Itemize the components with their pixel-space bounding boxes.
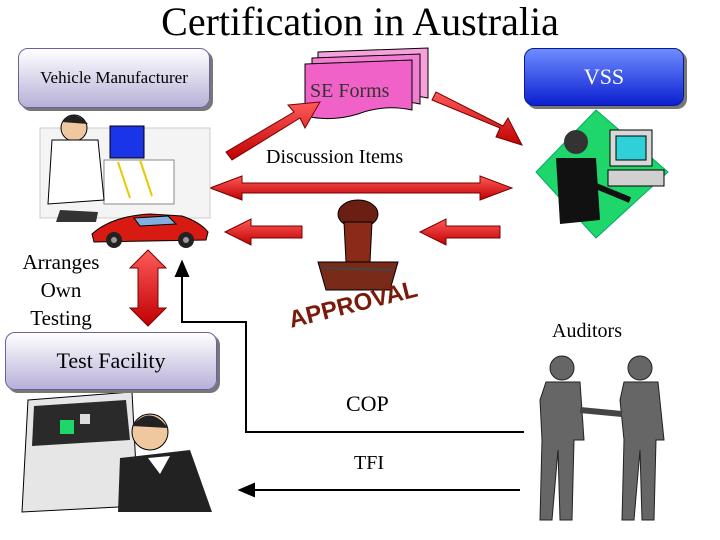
auditors-label: Auditors [552, 320, 622, 343]
arrow-approval-to-manufacturer [225, 219, 302, 245]
test-facility-box: Test Facility [5, 332, 217, 390]
discussion-items-label: Discussion Items [266, 146, 403, 169]
approval-stamp-icon [318, 200, 398, 290]
vss-operator-illustration [536, 110, 668, 238]
discussion-double-arrow [210, 176, 512, 200]
se-forms-label: SE Forms [310, 80, 389, 103]
manufacturer-person-illustration [40, 115, 210, 222]
arrow-to-vss [432, 92, 522, 145]
vehicle-manufacturer-label: Vehicle Manufacturer [40, 68, 188, 88]
own-testing-double-arrow [130, 250, 166, 326]
cop-label: COP [346, 391, 389, 417]
arranges-own-testing-label: Arranges Own Testing [0, 248, 122, 332]
auditors-handshake-illustration [540, 356, 664, 520]
vss-label: VSS [584, 64, 624, 90]
red-car-illustration [92, 214, 208, 248]
vss-box: VSS [524, 48, 684, 106]
tfi-label: TFI [354, 452, 384, 475]
test-facility-label: Test Facility [56, 348, 165, 374]
arrow-vss-to-approval [420, 219, 500, 245]
test-facility-person-illustration [22, 392, 212, 512]
vehicle-manufacturer-box: Vehicle Manufacturer [18, 48, 210, 108]
